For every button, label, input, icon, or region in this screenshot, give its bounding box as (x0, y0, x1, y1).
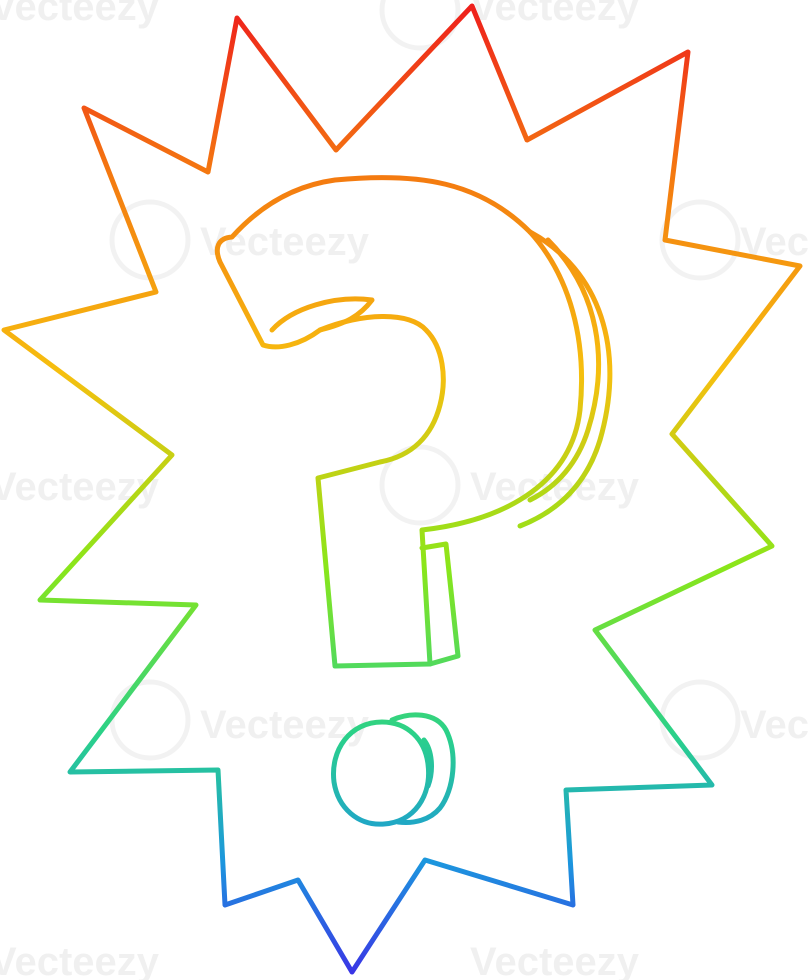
watermark-text: Vecteezy (470, 940, 640, 980)
question-mark-curl (269, 296, 375, 333)
line-art (1, 3, 803, 975)
watermark-text: Vecteezy (200, 703, 370, 747)
question-mark-side-inner (527, 237, 602, 503)
question-mark-dot-inner (421, 737, 434, 789)
watermark-text: Vecteezy (0, 940, 160, 980)
watermark-text: Vecteezy (470, 0, 640, 29)
watermark-text: Vecteezy (740, 703, 808, 747)
watermark-logo-mark (109, 0, 741, 761)
question-mark-stem-side (419, 541, 461, 667)
question-mark-side-face (517, 229, 613, 529)
watermark-text: Vecteezy (200, 220, 370, 264)
spiky-burst-outline (1, 3, 803, 975)
question-mark-dot (331, 719, 432, 827)
watermark-text: Vecteezy (0, 465, 160, 509)
watermark-text: Vecteezy (0, 0, 160, 29)
question-mark-dot-side (389, 712, 456, 825)
